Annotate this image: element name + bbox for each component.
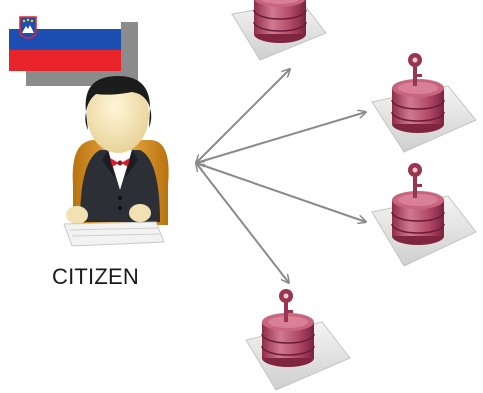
citizen-icon bbox=[63, 76, 169, 247]
database-4-icon bbox=[245, 289, 351, 391]
key-icon bbox=[279, 289, 293, 322]
database-2-icon bbox=[371, 53, 477, 153]
arrow-to-database-4 bbox=[196, 163, 289, 283]
arrow-to-database-3 bbox=[196, 163, 366, 222]
citizen-label: CITIZEN bbox=[52, 264, 139, 289]
key-icon bbox=[408, 53, 422, 86]
database-1-icon bbox=[231, 0, 327, 61]
arrows bbox=[196, 69, 366, 283]
slovenia-flag bbox=[9, 7, 138, 86]
coat-of-arms-icon bbox=[19, 16, 37, 39]
arrow-to-database-2 bbox=[196, 112, 366, 163]
database-3-icon bbox=[371, 163, 477, 267]
key-icon bbox=[408, 163, 422, 198]
